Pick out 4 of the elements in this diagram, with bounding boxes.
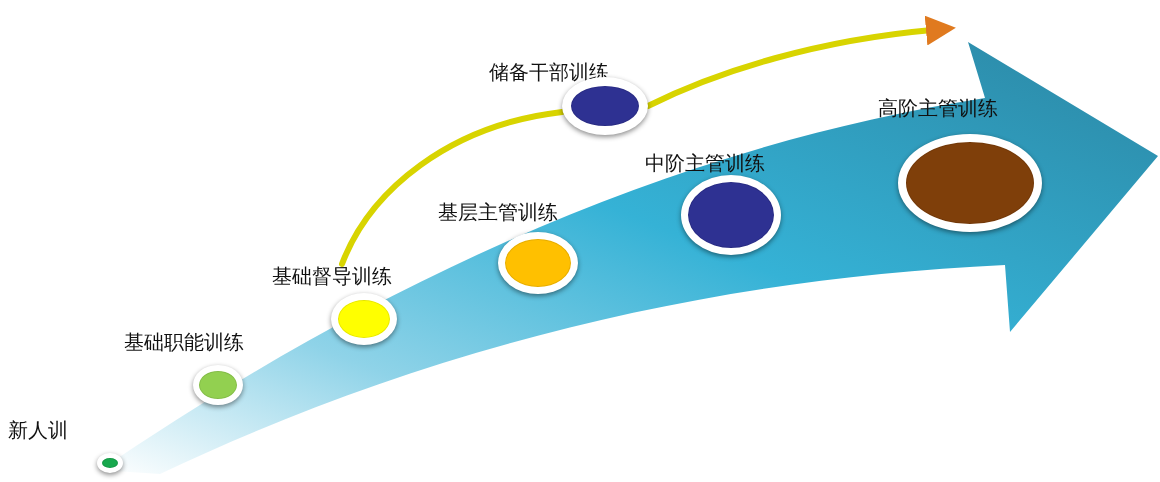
stage-label: 基础督导训练 [272,264,392,288]
stage-label: 基础职能训练 [124,330,244,354]
stage-label: 新人训 [8,418,68,442]
stage-label: 基层主管训练 [438,200,558,224]
